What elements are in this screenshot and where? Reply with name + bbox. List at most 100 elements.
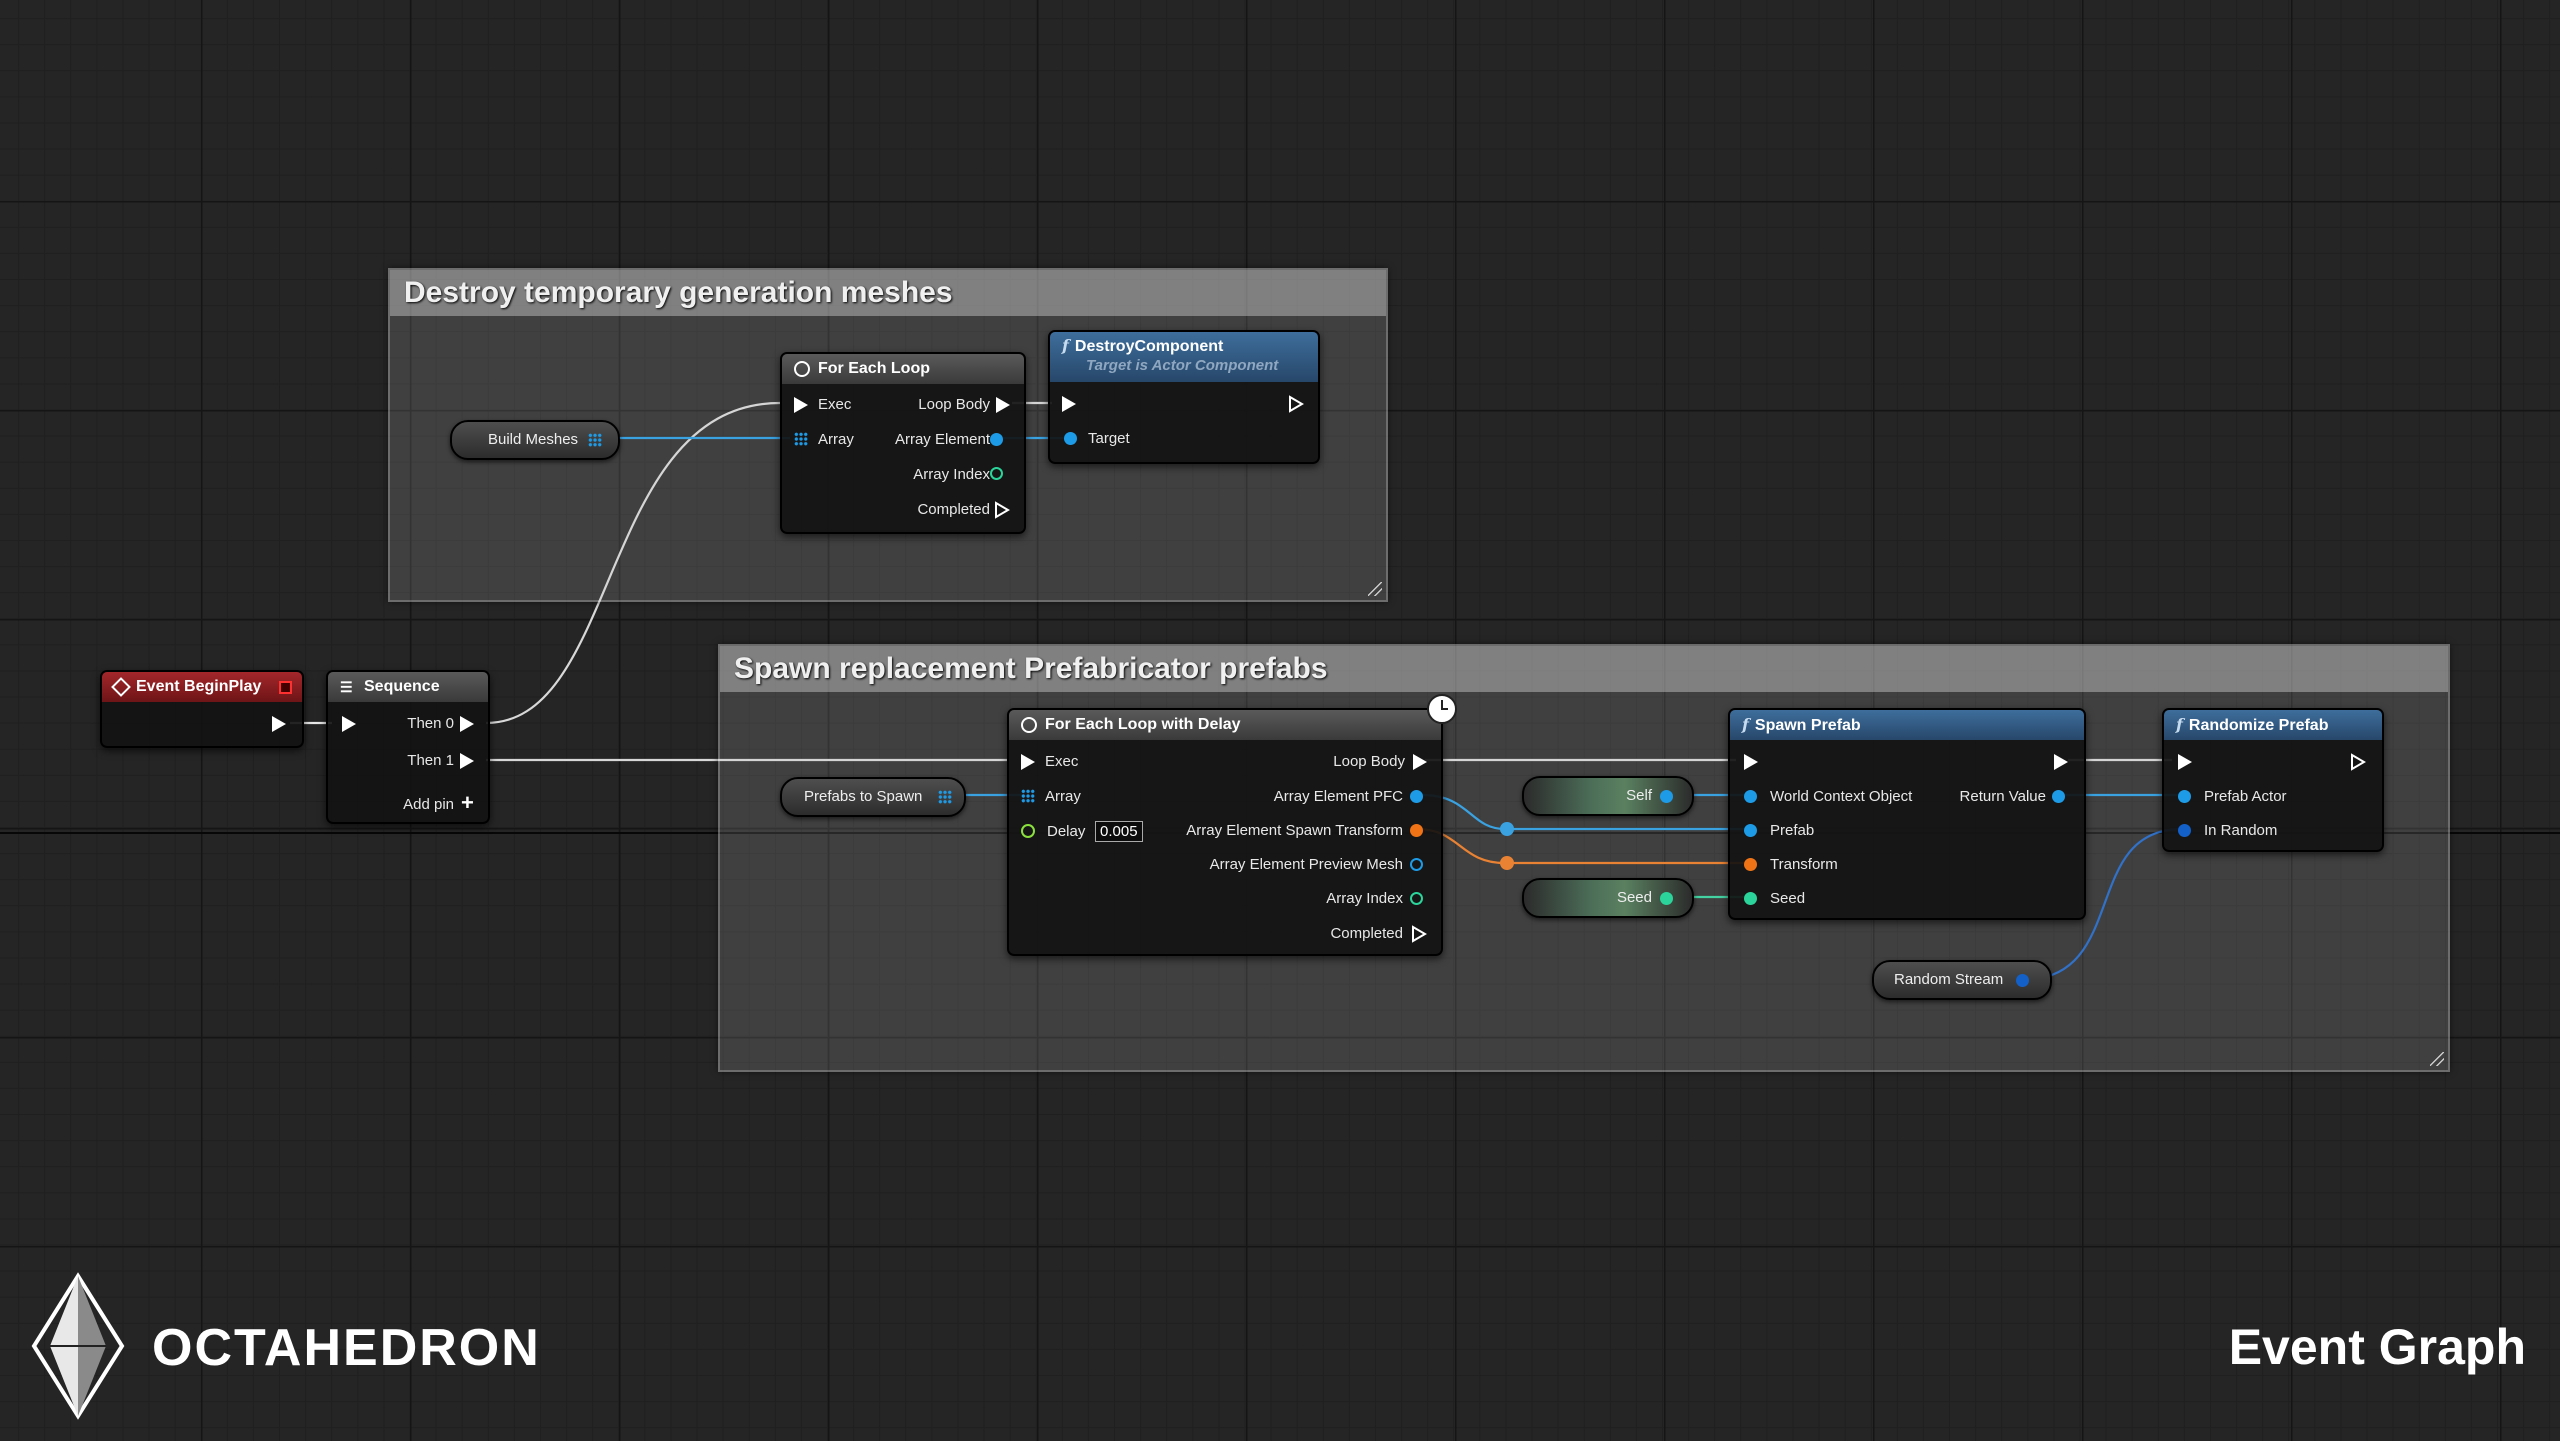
for-each-loop-delay-node[interactable]: For Each Loop with Delay Exec Array Dela… bbox=[1007, 694, 1457, 956]
node-title: Spawn Prefab bbox=[1754, 717, 1861, 734]
exec-out-pin[interactable] bbox=[2054, 754, 2068, 770]
comment-title[interactable]: Spawn replacement Prefabricator prefabs bbox=[720, 646, 2448, 692]
brand-name: OCTAHEDRON bbox=[152, 1319, 541, 1377]
loop-body-label: Loop Body bbox=[918, 396, 990, 413]
delay-input[interactable]: 0.005 bbox=[1095, 821, 1143, 842]
loop-icon bbox=[794, 361, 810, 377]
exec-in-pin[interactable] bbox=[794, 397, 808, 413]
exec-out-pin[interactable] bbox=[272, 716, 286, 732]
function-icon: f bbox=[2176, 715, 2183, 734]
array-in-pin[interactable] bbox=[1021, 789, 1035, 803]
array-index-label: Array Index bbox=[1326, 890, 1403, 907]
delegate-pin-icon[interactable] bbox=[279, 681, 292, 694]
exec-label: Exec bbox=[1045, 753, 1079, 770]
sequence-icon: ☰ bbox=[340, 679, 353, 695]
array-label: Array bbox=[818, 431, 854, 448]
completed-label: Completed bbox=[917, 501, 990, 518]
completed-label: Completed bbox=[1330, 925, 1403, 942]
world-context-label: World Context Object bbox=[1770, 788, 1913, 805]
exec-out-pin[interactable] bbox=[1288, 395, 1304, 413]
octahedron-logo-icon bbox=[31, 1272, 125, 1420]
exec-in-pin[interactable] bbox=[1744, 754, 1758, 770]
wire-random-to-inrandom bbox=[2021, 827, 2183, 982]
variable-label: Seed bbox=[1616, 889, 1652, 906]
node-header: ☰ Sequence bbox=[328, 672, 488, 702]
variable-label: Self bbox=[1626, 787, 1652, 804]
completed-pin[interactable] bbox=[994, 501, 1010, 519]
build-meshes-variable[interactable]: Build Meshes bbox=[450, 420, 620, 460]
array-in-pin[interactable] bbox=[794, 432, 808, 446]
array-label: Array bbox=[1045, 788, 1081, 805]
variable-label: Build Meshes bbox=[488, 431, 579, 448]
plus-icon[interactable]: + bbox=[461, 790, 474, 815]
event-icon bbox=[111, 677, 131, 697]
then1-pin[interactable] bbox=[460, 753, 474, 769]
resize-handle[interactable] bbox=[1368, 582, 1382, 596]
in-random-pin[interactable] bbox=[2178, 824, 2191, 837]
completed-pin[interactable] bbox=[1411, 925, 1427, 943]
seed-pin[interactable] bbox=[1660, 892, 1673, 905]
event-begin-play-node[interactable]: Event BeginPlay bbox=[100, 670, 304, 748]
delay-pin[interactable] bbox=[1021, 824, 1035, 838]
array-element-spawn-transform-pin[interactable] bbox=[1410, 824, 1423, 837]
loop-body-pin[interactable] bbox=[1413, 754, 1427, 770]
exec-in-pin[interactable] bbox=[1021, 754, 1035, 770]
transform-pin[interactable] bbox=[1744, 858, 1757, 871]
loop-body-pin[interactable] bbox=[996, 397, 1010, 413]
wire-reroute-blue bbox=[1500, 822, 1514, 836]
array-element-pin[interactable] bbox=[990, 433, 1003, 446]
array-element-pfc-pin[interactable] bbox=[1410, 790, 1423, 803]
then0-pin[interactable] bbox=[460, 716, 474, 732]
self-variable[interactable]: Self bbox=[1522, 776, 1694, 816]
array-index-pin[interactable] bbox=[1410, 892, 1423, 905]
add-pin-label[interactable]: Add pin bbox=[403, 796, 454, 813]
exec-in-pin[interactable] bbox=[2178, 754, 2192, 770]
prefab-actor-label: Prefab Actor bbox=[2204, 788, 2287, 805]
comment-spawn-prefabs[interactable]: Spawn replacement Prefabricator prefabs bbox=[718, 644, 2450, 1072]
exec-in-pin[interactable] bbox=[1062, 396, 1076, 412]
node-header: For Each Loop with Delay bbox=[1009, 710, 1441, 740]
return-value-label: Return Value bbox=[1959, 788, 2046, 805]
array-pin-icon[interactable] bbox=[588, 433, 602, 447]
graph-label: Event Graph bbox=[2228, 1319, 2526, 1375]
function-icon: f bbox=[1062, 336, 1069, 355]
return-value-pin[interactable] bbox=[2052, 790, 2065, 803]
seed-variable[interactable]: Seed bbox=[1522, 878, 1694, 918]
node-header: For Each Loop bbox=[782, 354, 1024, 384]
node-title: For Each Loop bbox=[818, 360, 930, 377]
node-title: Randomize Prefab bbox=[2188, 717, 2329, 734]
array-index-label: Array Index bbox=[913, 466, 990, 483]
prefab-pin[interactable] bbox=[1744, 824, 1757, 837]
seed-in-pin[interactable] bbox=[1744, 892, 1757, 905]
sequence-node[interactable]: ☰ Sequence Then 0 Then 1 Add pin + bbox=[326, 670, 490, 824]
target-pin[interactable] bbox=[1064, 432, 1077, 445]
node-title: Event BeginPlay bbox=[136, 678, 262, 695]
exec-out-pin[interactable] bbox=[2350, 753, 2366, 771]
randomize-prefab-node[interactable]: f Randomize Prefab Prefab Actor In Random bbox=[2162, 708, 2384, 852]
comment-title[interactable]: Destroy temporary generation meshes bbox=[390, 270, 1386, 316]
spawn-prefab-node[interactable]: f Spawn Prefab World Context Object Retur… bbox=[1728, 708, 2086, 920]
array-pin-icon[interactable] bbox=[938, 790, 952, 804]
random-stream-pin[interactable] bbox=[2016, 974, 2029, 987]
variable-label: Prefabs to Spawn bbox=[804, 788, 923, 805]
exec-label: Exec bbox=[818, 396, 852, 413]
node-title: DestroyComponent bbox=[1074, 338, 1224, 355]
prefabs-to-spawn-variable[interactable]: Prefabs to Spawn bbox=[780, 777, 966, 817]
target-label: Target bbox=[1088, 430, 1130, 447]
wire-reroute-orange bbox=[1500, 856, 1514, 870]
node-header: f Randomize Prefab bbox=[2164, 710, 2382, 740]
self-pin[interactable] bbox=[1660, 790, 1673, 803]
resize-handle[interactable] bbox=[2430, 1052, 2444, 1066]
for-each-loop-node[interactable]: For Each Loop Exec Array Loop Body Array… bbox=[780, 352, 1026, 534]
array-index-pin[interactable] bbox=[990, 467, 1003, 480]
in-random-label: In Random bbox=[2204, 822, 2278, 839]
exec-in-pin[interactable] bbox=[342, 716, 356, 732]
random-stream-variable[interactable]: Random Stream bbox=[1872, 960, 2052, 1000]
prefab-actor-pin[interactable] bbox=[2178, 790, 2191, 803]
function-icon: f bbox=[1742, 715, 1749, 734]
array-element-preview-mesh-pin[interactable] bbox=[1410, 858, 1423, 871]
array-element-label: Array Element bbox=[894, 431, 990, 448]
world-context-pin[interactable] bbox=[1744, 790, 1757, 803]
